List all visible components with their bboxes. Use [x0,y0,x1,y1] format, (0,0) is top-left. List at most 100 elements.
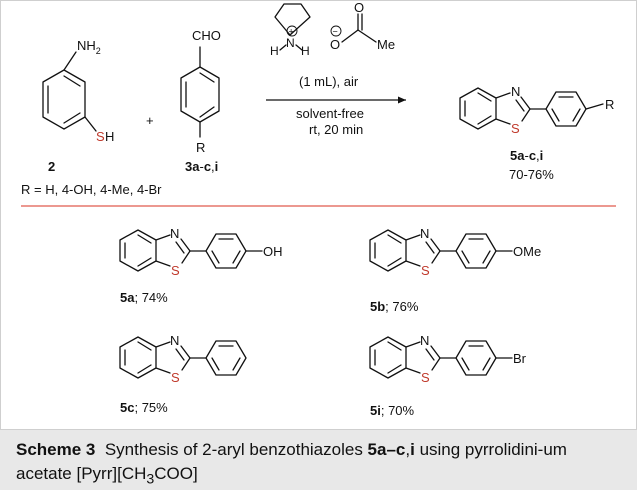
sh-bond [84,116,97,132]
c-n-bond [155,341,171,348]
reactant1-ring-inner [47,75,81,124]
nh2-label: NH2 [77,38,101,56]
acetate-me-bond [357,29,377,43]
product-number: 5a-c,i [510,148,543,163]
nh2-bond [63,51,77,71]
product-aryl-inner [551,96,581,122]
conditions-line3: rt, 20 min [309,122,363,137]
caption-5c: 5c; 75% [120,400,168,415]
s-c-bond [155,367,171,374]
caption-text-middle: using pyrrolidini-um acetate [Pyrr][CH [16,440,567,483]
product-r-bond [585,103,604,110]
sulfur-label: S [171,370,180,385]
c-s-bond [181,357,191,371]
caption-5a: 5a; 74% [120,290,168,305]
sulfur-label: S [96,129,105,144]
c-s-bond [431,357,441,371]
pyrrolidine-ring [274,3,311,36]
n-c-bond [430,238,441,252]
product-nitrogen: N [511,84,520,99]
conditions-line2: solvent-free [296,106,364,121]
n-c-bond [180,345,191,359]
c-n-bond [155,234,171,241]
reactant1-number: 2 [48,159,55,174]
reagent-pyrrolidinium-acetate: N H H + − O O Me [270,0,395,58]
positive-charge: + [289,27,294,37]
c-s-bond [431,250,441,264]
aryl-inner [211,238,241,264]
c-n-bond [405,234,421,241]
ammonium-h-right: H [301,44,310,58]
reactant1-ring [42,69,86,130]
product-5i: N S Br [369,333,527,385]
positive-charge-circle [286,25,298,37]
substituent-label: OMe [513,244,541,259]
caption-text-before: Synthesis of 2-aryl benzothiazoles [104,440,368,459]
caption-compound-i: i [410,440,415,459]
product-r-label: R [605,97,614,112]
acetate-co-bond [341,29,359,43]
product-s-c-bond [495,118,511,125]
s-c-bond [405,260,421,267]
substituent-label: OH [263,244,283,259]
product-c-s-bond [521,108,531,122]
arrow-head [398,96,406,104]
product-5b: N S OMe [369,226,541,278]
n-c-double [425,241,435,254]
product-sulfur: S [511,121,520,136]
product-benzo-inner [464,92,492,125]
c-s-bond [181,250,191,264]
hydrogen-label: H [105,129,114,144]
acetate-o-minus: O [330,37,340,52]
caption-5b: 5b; 76% [370,299,419,314]
product-5c: N S [119,333,247,385]
nitrogen-label: N [170,226,179,241]
reaction-scheme: NH2 S H 2 + CHO R 3a-c,i N H H + − O O M… [21,0,616,418]
nitrogen-label: N [420,333,429,348]
sulfur-label: S [421,370,430,385]
nh-bond-right [295,44,303,51]
sulfur-label: S [421,263,430,278]
n-c-bond [180,238,191,252]
reactant2-ring-inner [185,72,215,118]
reactant-2-aminothiophenol: NH2 S H 2 [42,38,114,174]
n-c-double [425,348,435,361]
acetate-o-top: O [354,0,364,15]
product-yield-range: 70-76% [509,167,554,182]
n-c-double [175,348,185,361]
scheme-frame [0,0,637,430]
benzo-inner [374,234,402,267]
scheme-caption: Scheme 3 Synthesis of 2-aryl benzothiazo… [0,430,637,490]
acetate-me: Me [377,37,395,52]
caption-comma: , [405,440,411,459]
aryl-ring [205,340,247,376]
negative-charge-circle [330,25,342,37]
benzo-inner [374,341,402,374]
conditions-line1: (1 mL), air [299,74,359,89]
caption-subscript: 3 [146,471,155,488]
c-n-bond [405,341,421,348]
negative-charge: − [333,27,338,37]
aryl-inner [461,345,491,371]
ammonium-h-left: H [270,44,279,58]
n-c-bond [430,345,441,359]
r-definition: R = H, 4-OH, 4-Me, 4-Br [21,182,162,197]
nitrogen-label: N [420,226,429,241]
benzo-inner [124,341,152,374]
reactant-aldehyde: CHO R 3a-c,i [180,28,221,174]
product-c-n-bond [495,92,511,99]
benzo-inner [124,234,152,267]
sulfur-label: S [171,263,180,278]
r-label: R [196,140,205,155]
cho-label: CHO [192,28,221,43]
s-c-bond [155,260,171,267]
nitrogen-label: N [170,333,179,348]
substituent-label: Br [513,351,527,366]
product-benzothiazole: N S R 5a-c,i 70-76% [459,84,614,182]
aryl-inner [211,345,241,371]
product-5a: N S OH [119,226,283,278]
caption-5i: 5i; 70% [370,403,415,418]
product-n-c-bond [520,96,531,110]
product-n-c-double [515,99,525,112]
caption-compounds: 5a–c [367,440,406,459]
